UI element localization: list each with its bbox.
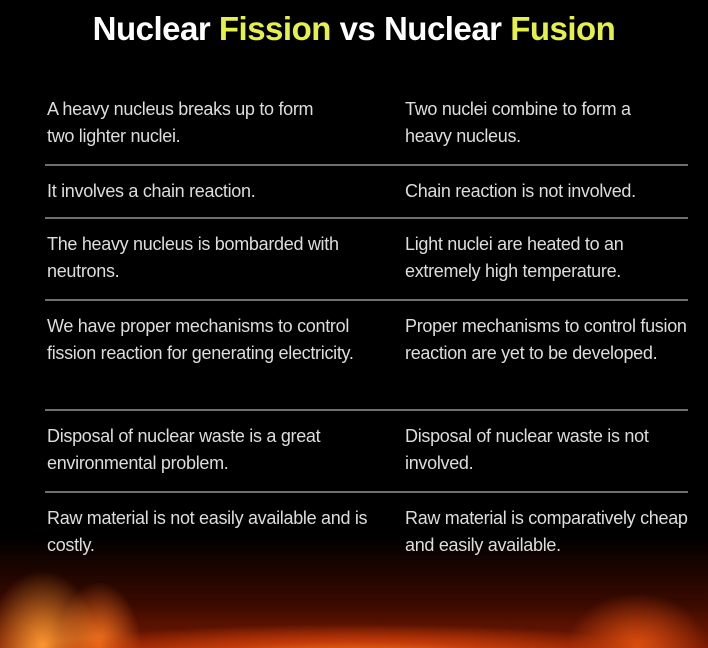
row-divider [45,299,688,301]
fission-cell: The heavy nucleus is bombarded with neut… [47,234,339,281]
row-divider [45,217,688,219]
row-divider [45,491,688,493]
title-vs: vs [330,10,384,47]
fission-cell: Disposal of nuclear waste is a great env… [47,426,321,473]
title-nuclear-2: Nuclear [383,10,511,47]
title-nuclear-1: Nuclear [92,10,219,47]
page-title: Nuclear Fission vs Nuclear Fusion [0,10,708,48]
fission-cell: It involves a chain reaction. [47,181,256,201]
title-fission: Fission [218,10,332,47]
fusion-cell: Disposal of nuclear waste is not involve… [405,426,649,473]
fusion-cell: Proper mechanisms to control fusion reac… [405,316,687,363]
fusion-cell: Light nuclei are heated to an extremely … [405,234,624,281]
fission-cell: We have proper mechanisms to control fis… [47,316,354,363]
fission-cell: Raw material is not easily available and… [47,508,368,555]
fusion-cell: Chain reaction is not involved. [405,181,636,201]
row-divider [45,409,688,411]
row-divider [45,164,688,166]
title-fusion: Fusion [510,10,616,47]
fusion-cell: Two nuclei combine to form a heavy nucle… [405,99,631,146]
solar-flare-background [0,538,708,648]
fission-cell: A heavy nucleus breaks up to form two li… [47,99,314,146]
fusion-cell: Raw material is comparatively cheap and … [405,508,688,555]
